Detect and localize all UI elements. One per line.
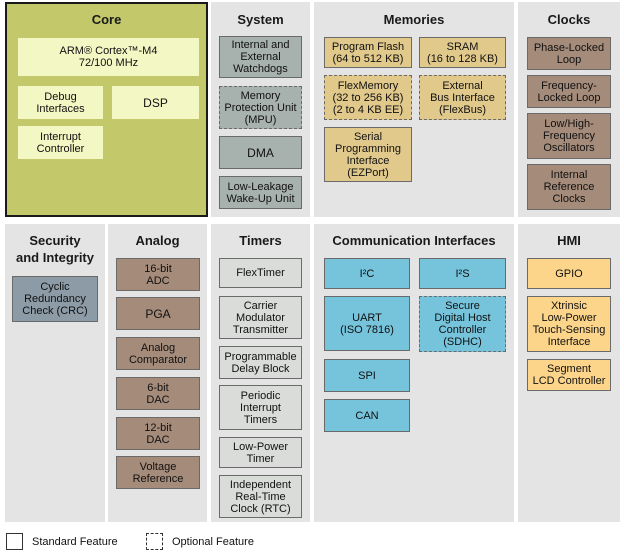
comm-can-box: CAN <box>324 399 410 432</box>
system-llwu-box: Low-Leakage Wake-Up Unit <box>219 176 302 209</box>
clocks-pll-box: Phase-Locked Loop <box>527 37 611 70</box>
clocks-osc-box: Low/High- Frequency Oscillators <box>527 113 611 159</box>
system-watchdogs-box: Internal and External Watchdogs <box>219 36 302 78</box>
timers-pit-box: Periodic Interrupt Timers <box>219 385 302 430</box>
system-dma-box: DMA <box>219 136 302 169</box>
analog-comparator-box: Analog Comparator <box>116 337 200 370</box>
memories-ezport-box: Serial Programming Interface (EZPort) <box>324 127 412 182</box>
core-dsp-box: DSP <box>112 86 199 119</box>
analog-pga-box: PGA <box>116 297 200 330</box>
hmi-gpio-box: GPIO <box>527 258 611 289</box>
hmi-tsi-box: Xtrinsic Low-Power Touch-Sensing Interfa… <box>527 296 611 352</box>
core-title: Core <box>91 12 122 27</box>
analog-dac6-box: 6-bit DAC <box>116 377 200 410</box>
legend-standard-swatch <box>6 533 23 550</box>
timers-pdb-box: Programmable Delay Block <box>219 346 302 379</box>
clocks-fll-box: Frequency- Locked Loop <box>527 75 611 108</box>
timers-rtc-box: Independent Real-Time Clock (RTC) <box>219 475 302 518</box>
clocks-panel: Clocks Phase-Locked Loop Frequency- Lock… <box>518 2 620 217</box>
timers-flextimer-box: FlexTimer <box>219 258 302 288</box>
timers-cmt-box: Carrier Modulator Transmitter <box>219 296 302 339</box>
analog-title: Analog <box>135 233 180 248</box>
timers-panel: Timers FlexTimer Carrier Modulator Trans… <box>211 224 310 522</box>
core-cpu-box: ARM® Cortex™-M4 72/100 MHz <box>18 38 199 76</box>
core-debug-box: Debug Interfaces <box>18 86 103 119</box>
comm-uart-box: UART (ISO 7816) <box>324 296 410 351</box>
comm-sdhc-box: Secure Digital Host Controller (SDHC) <box>419 296 506 352</box>
comm-spi-box: SPI <box>324 359 410 392</box>
core-panel: Core ARM® Cortex™-M4 72/100 MHz Debug In… <box>5 2 208 217</box>
memories-title: Memories <box>383 12 445 27</box>
clocks-irc-box: Internal Reference Clocks <box>527 164 611 210</box>
memories-flexmemory-box: FlexMemory (32 to 256 KB) (2 to 4 KB EE) <box>324 75 412 120</box>
system-mpu-box: Memory Protection Unit (MPU) <box>219 86 302 129</box>
timers-lptimer-box: Low-Power Timer <box>219 437 302 468</box>
hmi-panel: HMI GPIO Xtrinsic Low-Power Touch-Sensin… <box>518 224 620 522</box>
memories-flexbus-box: External Bus Interface (FlexBus) <box>419 75 506 120</box>
hmi-title: HMI <box>557 233 581 248</box>
analog-panel: Analog 16-bit ADC PGA Analog Comparator … <box>108 224 207 522</box>
analog-vref-box: Voltage Reference <box>116 456 200 489</box>
memories-panel: Memories Program Flash (64 to 512 KB) SR… <box>314 2 514 217</box>
core-interrupt-box: Interrupt Controller <box>18 126 103 159</box>
comm-i2s-box: I²S <box>419 258 506 289</box>
hmi-lcd-box: Segment LCD Controller <box>527 359 611 391</box>
clocks-title: Clocks <box>547 12 591 27</box>
legend-optional-label: Optional Feature <box>172 536 254 548</box>
security-panel: Security and Integrity Cyclic Redundancy… <box>5 224 105 522</box>
analog-dac12-box: 12-bit DAC <box>116 417 200 450</box>
comm-i2c-box: I²C <box>324 258 410 289</box>
security-crc-box: Cyclic Redundancy Check (CRC) <box>12 276 98 322</box>
system-title: System <box>237 12 284 27</box>
timers-title: Timers <box>239 233 282 248</box>
system-panel: System Internal and External Watchdogs M… <box>211 2 310 217</box>
memories-flash-box: Program Flash (64 to 512 KB) <box>324 37 412 68</box>
analog-adc-box: 16-bit ADC <box>116 258 200 291</box>
legend-standard-label: Standard Feature <box>32 536 118 548</box>
security-title: Security and Integrity <box>15 233 94 265</box>
comm-title: Communication Interfaces <box>332 233 496 248</box>
legend-optional-swatch <box>146 533 163 550</box>
memories-sram-box: SRAM (16 to 128 KB) <box>419 37 506 68</box>
comm-panel: Communication Interfaces I²C I²S UART (I… <box>314 224 514 522</box>
